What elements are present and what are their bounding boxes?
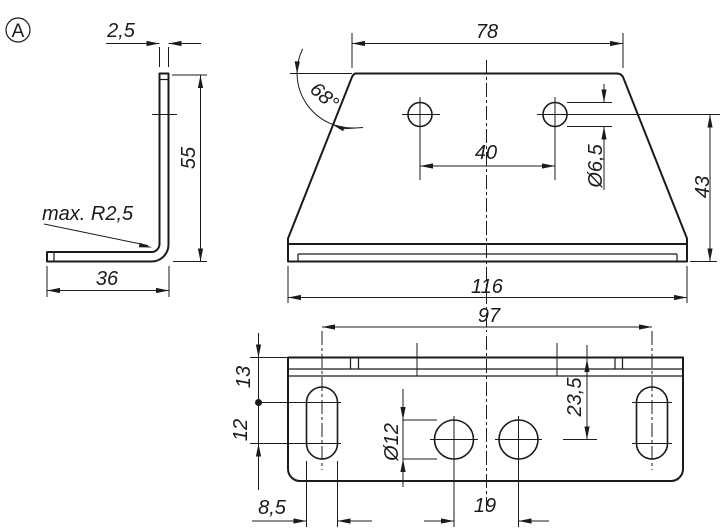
- front-view: 78 68° 40 Ø6,5 43: [287, 21, 720, 332]
- dim-edge-to-slot-label: 13: [233, 366, 255, 388]
- dim-hole-spacing-top: 40: [420, 142, 555, 169]
- dim-height-side: 55: [172, 74, 207, 262]
- bend-radius-label: max. R2,5: [42, 203, 134, 225]
- slot-centerlines: [250, 331, 672, 470]
- plan-view-bend-lines: [289, 336, 682, 513]
- dim-slot-width-label: 8,5: [258, 497, 287, 519]
- dim-height-right-label: 43: [692, 176, 714, 198]
- dim-edge-to-hole: 23,5: [563, 345, 597, 440]
- dim-hole-spacing-bottom-label: 19: [474, 495, 496, 517]
- dim-slot-width: 8,5: [252, 461, 372, 527]
- dim-edge-to-hole-label: 23,5: [564, 377, 586, 418]
- dim-thickness: 2,5: [106, 20, 201, 67]
- dim-hole-dia-top: Ø6,5: [567, 84, 612, 190]
- plan-view-outline: [287, 356, 684, 482]
- dim-depth-label: 36: [96, 268, 119, 290]
- dim-hole-spacing-top-label: 40: [475, 142, 497, 164]
- front-view-outline: [287, 72, 688, 263]
- side-view-outline: [46, 72, 170, 263]
- front-view-bend-lines: [288, 243, 687, 262]
- side-view-detail-lines: [53, 78, 177, 262]
- dim-total-width-label: 116: [471, 276, 504, 298]
- dim-top-width-label: 78: [476, 21, 498, 43]
- dim-thickness-label: 2,5: [106, 20, 136, 42]
- bend-radius-note: max. R2,5: [42, 203, 152, 248]
- front-view-centerlines: [402, 60, 720, 332]
- dim-hole-dia-top-label: Ø6,5: [585, 143, 607, 188]
- dim-top-width: 78: [351, 21, 624, 68]
- side-view: A 2,5 55 36: [5, 17, 207, 297]
- dim-depth: 36: [46, 266, 170, 297]
- dim-node-dot: [255, 399, 262, 406]
- dim-total-width: 116: [287, 266, 688, 303]
- dim-slot-spacing: 97: [322, 305, 652, 330]
- view-label: A: [12, 21, 25, 42]
- view-label-circle: [5, 17, 31, 43]
- dim-edge-chain: 13 12: [230, 333, 287, 490]
- plan-hole-centerlines: [430, 416, 542, 527]
- dim-height-side-label: 55: [178, 146, 200, 169]
- plan-view: 97 13 12 Ø12 23,5: [230, 305, 684, 527]
- dim-hole-dia-bottom: Ø12: [381, 389, 437, 487]
- dim-slot-spacing-label: 97: [478, 305, 501, 327]
- dim-height-right: 43: [690, 114, 717, 262]
- dim-hole-spacing-bottom: 19: [424, 495, 549, 524]
- dim-slot-center-spacing-label: 12: [230, 419, 252, 441]
- dim-hole-dia-bottom-label: Ø12: [381, 423, 403, 462]
